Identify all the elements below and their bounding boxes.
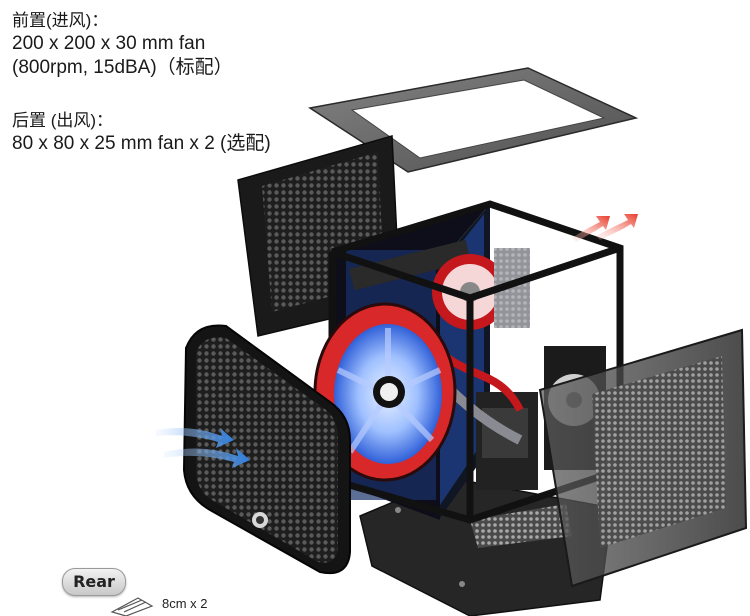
- front-spec-title: 前置(进风)：: [12, 11, 109, 30]
- front-spec-size: 200 x 200 x 30 mm fan: [12, 33, 206, 54]
- front-intake-spec: 前置(进风)： 200 x 200 x 30 mm fan (800rpm, 1…: [12, 10, 233, 80]
- front-spec-detail: (800rpm, 15dBA)（标配）: [12, 57, 233, 78]
- rear-exhaust-spec: 后置 (出风)： 80 x 80 x 25 mm fan x 2 (选配): [12, 110, 271, 156]
- front-mesh-panel: [182, 324, 351, 574]
- front-fan: [313, 302, 457, 482]
- fan-outline-icon: [110, 597, 154, 616]
- rear-badge: Rear: [62, 568, 126, 596]
- intake-airflow-arrows: [156, 428, 250, 468]
- rear-spec-size: 80 x 80 x 25 mm fan x 2 (选配): [12, 133, 271, 154]
- fan-size-note: 8cm x 2: [162, 596, 208, 611]
- right-side-panel: [538, 328, 748, 588]
- rear-spec-title: 后置 (出风)：: [12, 111, 114, 130]
- exhaust-airflow-arrows: [572, 214, 638, 242]
